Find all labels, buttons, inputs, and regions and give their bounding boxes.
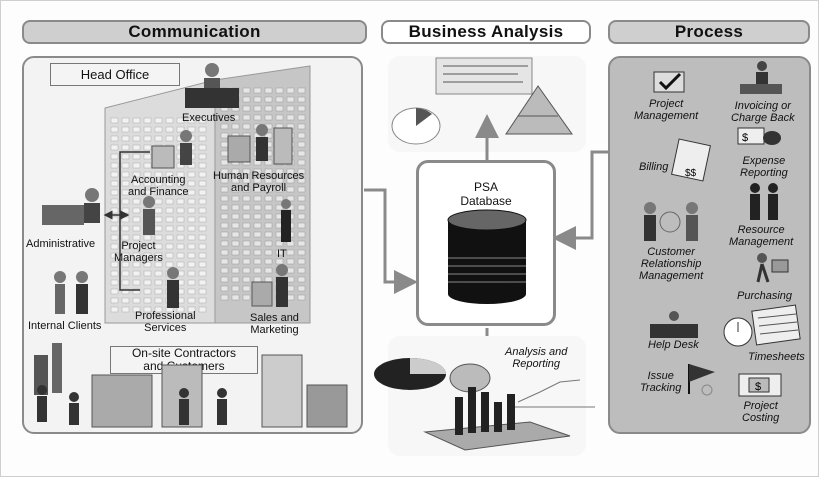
administrative-icon: [42, 188, 100, 225]
analysis-charts-icon: [391, 57, 573, 145]
sales-marketing-icon: [251, 264, 288, 307]
project-management-icon: [653, 71, 685, 93]
project-costing-icon: $: [738, 373, 782, 397]
hr-payroll-icon: [227, 124, 293, 165]
internal-clients-icon: [54, 271, 88, 314]
resource-icon: [750, 183, 778, 220]
help-desk-icon: [650, 311, 698, 338]
analysis-reporting-icon: [374, 358, 595, 451]
accounting-label: Accounting and Finance: [128, 174, 189, 198]
timesheets-icon: [723, 304, 801, 347]
purchasing-icon: [756, 253, 789, 283]
psa-database-label: PSA Database: [460, 180, 512, 208]
project-costing-label: Project Costing: [742, 400, 780, 424]
expense-label: Expense Reporting: [740, 155, 788, 179]
invoicing-label: Invoicing or Charge Back: [731, 100, 795, 124]
header-business-analysis: Business Analysis: [381, 20, 591, 44]
project-manager-icon: [143, 196, 155, 235]
it-person-icon: [281, 199, 291, 242]
database-cylinder-icon: [447, 209, 527, 304]
resource-label: Resource Management: [729, 224, 794, 248]
svg-text:$$: $$: [685, 168, 697, 179]
header-communication: Communication: [22, 20, 367, 44]
analysis-reporting-label: Analysis and Reporting: [505, 346, 568, 370]
billing-label: Billing: [639, 161, 669, 173]
professional-services-icon: [167, 267, 179, 308]
timesheets-label: Timesheets: [748, 351, 805, 363]
help-desk-label: Help Desk: [648, 339, 699, 351]
expense-icon: $: [737, 127, 781, 145]
administrative-label: Administrative: [26, 238, 96, 250]
crm-label: Customer Relationship Management: [639, 246, 704, 282]
accounting-icon: [151, 130, 192, 169]
issue-tracking-label: Issue Tracking: [640, 370, 682, 394]
executive-desk-icon: [185, 63, 239, 108]
internal-clients-label: Internal Clients: [28, 320, 102, 332]
professional-services-label: Professional Services: [135, 310, 196, 334]
svg-text:$: $: [755, 381, 761, 393]
sales-marketing-label: Sales and Marketing: [250, 312, 299, 336]
billing-icon: $$: [671, 138, 711, 182]
issue-tracking-icon: [688, 364, 715, 396]
svg-text:$: $: [742, 132, 748, 144]
it-label: IT: [277, 248, 287, 260]
hr-payroll-label: Human Resources and Payroll: [213, 170, 305, 194]
onsite-contractors-label: On-site Contractors and Customers: [110, 346, 258, 374]
project-managers-label: Project Managers: [114, 240, 163, 264]
header-process: Process: [608, 20, 810, 44]
executives-label: Executives: [182, 112, 236, 124]
invoicing-icon: [740, 61, 782, 94]
purchasing-label: Purchasing: [737, 290, 793, 302]
project-management-label: Project Management: [634, 98, 699, 122]
contractor-buildings: [34, 343, 348, 428]
head-office-label: Head Office: [50, 63, 180, 86]
crm-icon: [644, 202, 698, 241]
